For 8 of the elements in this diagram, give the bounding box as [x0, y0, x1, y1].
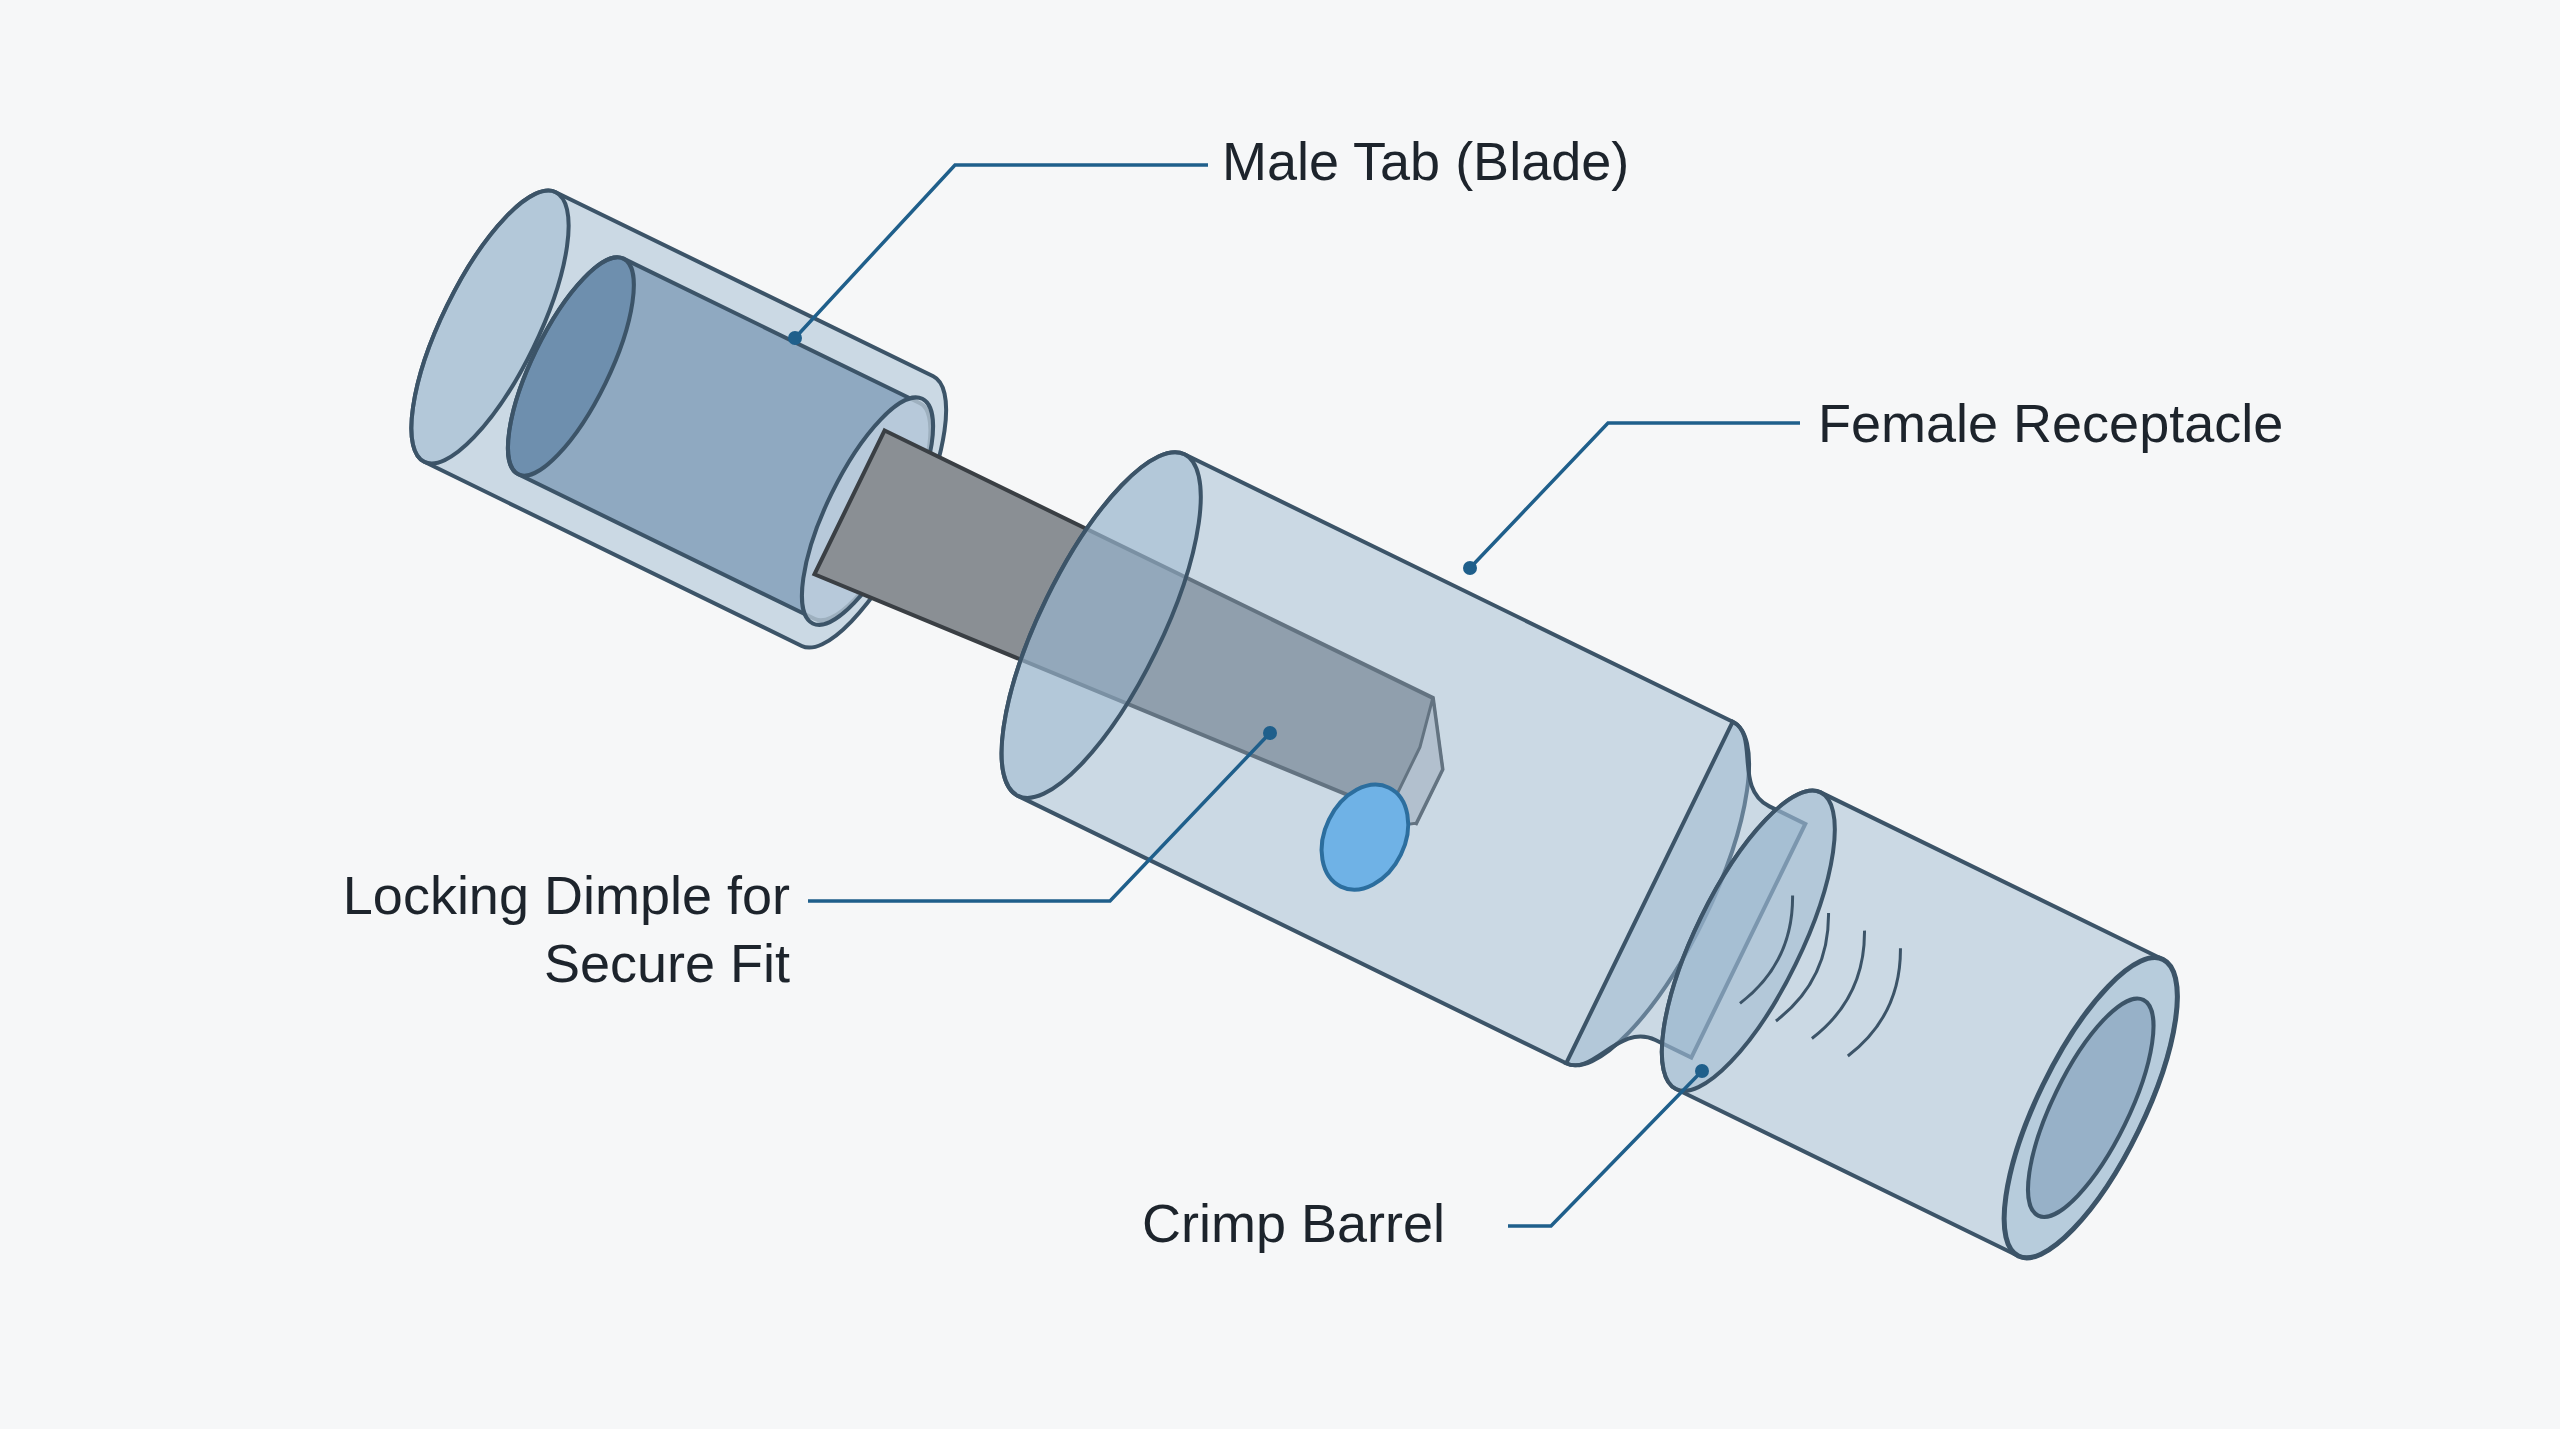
callout-label: Male Tab (Blade) — [1222, 128, 1742, 196]
callout-label: Locking Dimple for Secure Fit — [300, 862, 790, 997]
callout-label: Crimp Barrel — [1142, 1190, 1492, 1258]
leader-line — [788, 163, 1208, 345]
leader-line — [808, 726, 1277, 903]
leader-line — [1508, 1064, 1709, 1228]
leader-line — [1463, 421, 1800, 575]
callout-label: Female Receptacle — [1818, 390, 2438, 458]
